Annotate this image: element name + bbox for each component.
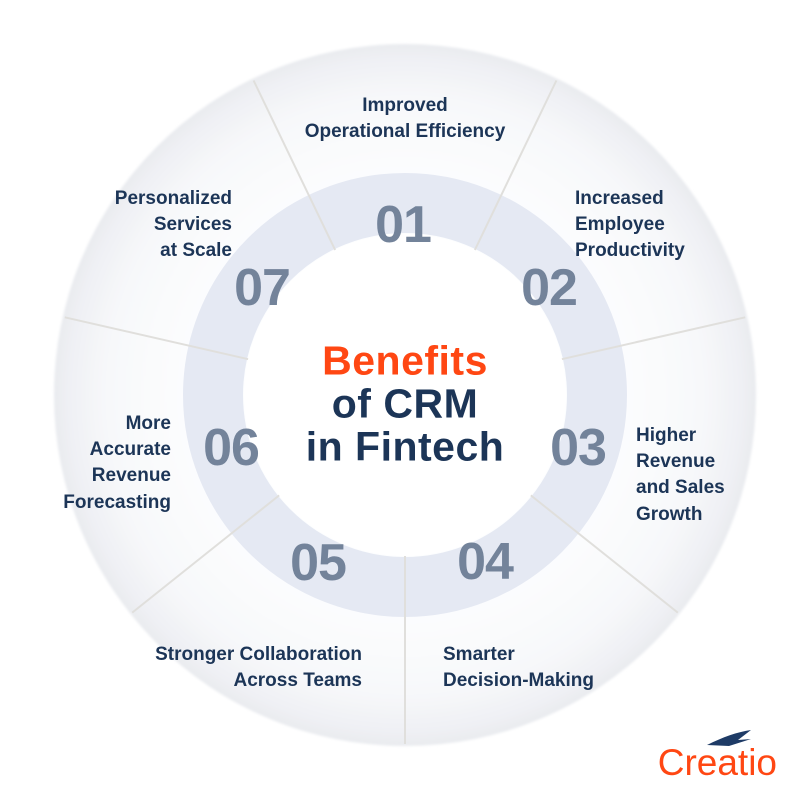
segment-1-label: Improved Operational Efficiency <box>305 93 506 145</box>
segment-4-label: Smarter Decision-Making <box>443 642 594 694</box>
label-line: Across Teams <box>233 670 363 692</box>
label-line: Accurate <box>89 439 171 461</box>
label-line: Forecasting <box>63 491 171 513</box>
label-line: Revenue <box>636 451 716 473</box>
label-line: Employee <box>575 214 665 236</box>
segment-7-number: 07 <box>234 259 291 317</box>
segment-5-number: 05 <box>290 534 347 592</box>
center-title-line-1: Benefits <box>322 337 488 384</box>
label-line: Personalized <box>114 188 232 209</box>
divider-07-01 <box>252 80 338 254</box>
label-line: Higher <box>636 425 697 446</box>
creatio-wordmark: Creatio <box>657 742 777 783</box>
segment-7-label: Personalized Services at Scale <box>115 186 232 265</box>
center-white-circle <box>244 234 566 556</box>
segment-1-number: 01 <box>375 196 432 254</box>
label-line: Services <box>153 214 232 236</box>
segment-3-number: 03 <box>550 419 607 477</box>
label-line: Decision-Making <box>443 670 594 692</box>
segment-5-label: Stronger Collaboration Across Teams <box>155 642 362 694</box>
label-line: Productivity <box>575 240 685 262</box>
segment-divider-lines <box>64 80 746 744</box>
center-title-line-3: in Fintech <box>305 423 505 470</box>
label-line: Increased <box>575 188 664 209</box>
divider-03-04 <box>527 492 679 614</box>
label-line: Revenue <box>91 465 171 487</box>
label-line: More <box>125 413 171 434</box>
label-line: Stronger Collaboration <box>155 644 362 665</box>
center-title: Benefits of CRM in Fintech <box>306 339 505 468</box>
segment-4-number: 04 <box>457 533 514 591</box>
creatio-arrow-icon <box>707 730 751 746</box>
label-line: at Scale <box>160 240 232 262</box>
divider-02-03 <box>558 316 746 361</box>
label-line: Operational Efficiency <box>304 121 506 143</box>
segment-3-label: Higher Revenue and Sales Growth <box>636 423 725 528</box>
label-line: and Sales <box>636 477 725 499</box>
divider-05-06 <box>131 492 283 614</box>
label-line: Smarter <box>443 644 515 665</box>
segment-6-number: 06 <box>203 419 260 477</box>
segment-2-number: 02 <box>521 259 578 317</box>
center-title-line-2: of CRM <box>331 380 479 427</box>
label-line: Growth <box>636 503 703 525</box>
label-line: Improved <box>362 95 448 116</box>
creatio-logo: Creatio <box>657 730 777 783</box>
segment-6-label: More Accurate Revenue Forecasting <box>63 411 171 516</box>
divider-01-02 <box>472 80 558 254</box>
segment-2-label: Increased Employee Productivity <box>575 186 685 265</box>
divider-06-07 <box>64 316 252 361</box>
